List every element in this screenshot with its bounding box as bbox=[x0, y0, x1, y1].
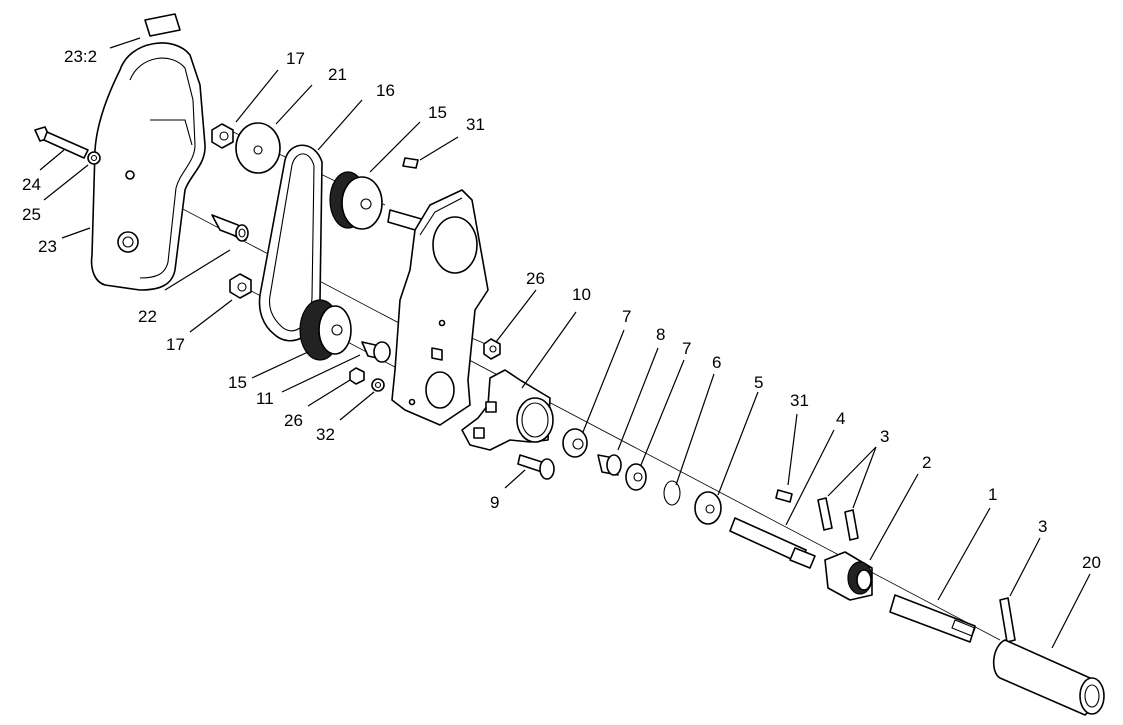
callout-25: 25 bbox=[22, 205, 41, 224]
callout-6: 6 bbox=[712, 353, 721, 372]
roll-pin-c-part bbox=[999, 597, 1016, 643]
spacer-tube-part bbox=[211, 214, 249, 242]
flat-washer-part bbox=[694, 491, 722, 525]
callout-4: 4 bbox=[836, 409, 845, 428]
callout-10: 10 bbox=[572, 285, 591, 304]
callout-11: 11 bbox=[256, 389, 274, 408]
washer-left-part bbox=[562, 428, 588, 458]
callout-23: 23 bbox=[38, 237, 57, 256]
callout-15-bottom: 15 bbox=[228, 373, 247, 392]
callout-1: 1 bbox=[988, 485, 997, 504]
pulley-bottom-part bbox=[299, 299, 352, 361]
callout-17-bottom: 17 bbox=[166, 335, 185, 354]
large-washer-part bbox=[235, 122, 281, 174]
roll-pin-a-part bbox=[817, 497, 833, 531]
callout-22: 22 bbox=[138, 307, 157, 326]
decal-part bbox=[144, 13, 181, 37]
callout-15-top: 15 bbox=[428, 103, 447, 122]
small-washer-part bbox=[371, 378, 385, 392]
callout-17-top: 17 bbox=[286, 49, 305, 68]
pin-bolt-part bbox=[517, 454, 555, 480]
callout-32: 32 bbox=[316, 425, 335, 444]
hex-shaft-part bbox=[889, 594, 976, 643]
coupler-part bbox=[824, 551, 873, 601]
callout-31-top: 31 bbox=[466, 115, 485, 134]
callout-31-bottom: 31 bbox=[790, 391, 809, 410]
callout-7-right: 7 bbox=[682, 339, 691, 358]
pulley-top-part bbox=[329, 171, 383, 230]
tube-part bbox=[992, 639, 1105, 716]
callout-3-bottom: 3 bbox=[1038, 517, 1047, 536]
callout-5: 5 bbox=[754, 373, 763, 392]
callout-9: 9 bbox=[490, 493, 499, 512]
callout-26-top: 26 bbox=[526, 269, 545, 288]
bushing-part bbox=[597, 454, 622, 476]
mounting-plate-part bbox=[391, 189, 489, 426]
washer-part bbox=[87, 151, 101, 165]
callout-2: 2 bbox=[922, 453, 931, 472]
callout-3-top: 3 bbox=[880, 427, 889, 446]
nut-top-part bbox=[211, 123, 234, 149]
callout-labels: 23:2 17 21 16 15 31 24 25 23 22 17 26 10… bbox=[22, 47, 1101, 572]
nut-plate-part bbox=[483, 338, 501, 360]
nut-small-part bbox=[349, 367, 365, 385]
roll-pin-b-part bbox=[844, 509, 859, 541]
callout-21: 21 bbox=[328, 65, 347, 84]
callout-26-bottom: 26 bbox=[284, 411, 303, 430]
nut-bottom-part bbox=[229, 273, 252, 299]
callout-8: 8 bbox=[656, 325, 665, 344]
callout-24: 24 bbox=[22, 175, 41, 194]
key-bottom-part bbox=[775, 489, 793, 503]
gear-housing-part bbox=[461, 369, 554, 451]
key-top-part bbox=[402, 157, 419, 169]
leader-lines bbox=[39, 37, 1091, 649]
callout-16: 16 bbox=[376, 81, 395, 100]
callout-20: 20 bbox=[1082, 553, 1101, 572]
drive-shaft-part bbox=[729, 517, 816, 569]
bearing-sleeve-part bbox=[361, 341, 391, 363]
snap-ring-part bbox=[663, 480, 681, 506]
callout-7-left: 7 bbox=[622, 307, 631, 326]
bolt-part bbox=[34, 126, 89, 159]
washer-right-part bbox=[625, 463, 647, 491]
callout-23-2: 23:2 bbox=[64, 47, 97, 66]
belt-cover-part bbox=[90, 42, 206, 291]
